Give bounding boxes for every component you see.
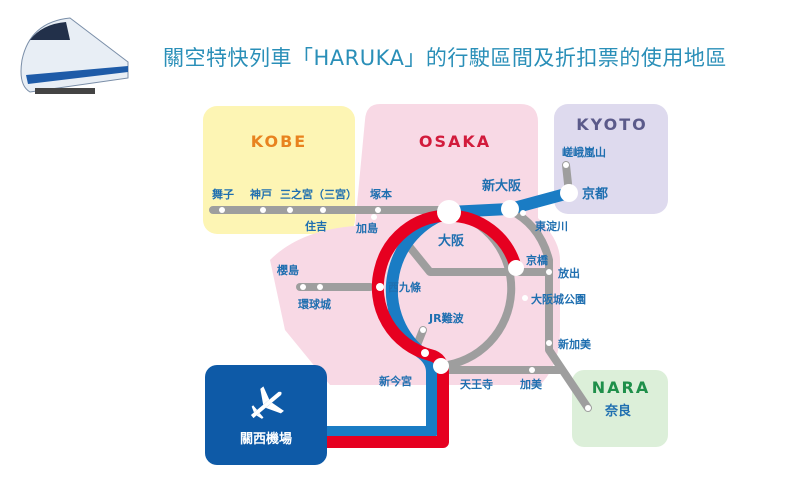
kyoto-label: KYOTO [576,115,648,134]
page-title: 關空特快列車「HARUKA」的行駛區間及折扣票的使用地區 [163,46,727,70]
kobe-region [203,106,355,234]
station-dots [219,162,591,411]
train-image [20,17,129,94]
station-maiko: 舞子 [212,187,234,201]
station-sakurajima: 櫻島 [276,263,299,277]
station-kyoto: 京都 [582,186,608,202]
osaka-region [270,104,560,385]
airport-label: 關西機場 [240,431,292,447]
nara-region [572,370,668,447]
osaka-station-marker [437,200,461,224]
station-saga-arashiyama: 嵯峨嵐山 [562,145,606,159]
airplane-icon [250,386,284,419]
station-sannomiya: 三之宮（三宮） [280,187,357,201]
station-nara: 奈良 [604,403,631,419]
station-shin-osaka: 新大阪 [482,178,522,194]
kyoto-region [554,104,668,214]
station-hanaten: 放出 [557,266,580,280]
station-nishikujo: 西九條 [388,280,422,294]
station-tsukamoto: 塚本 [370,187,392,201]
station-jr-namba: JR難波 [428,311,465,325]
station-tennoji: 天王寺 [460,377,493,391]
station-kobe: 神戸 [250,187,272,201]
osaka-label: OSAKA [419,132,491,151]
station-universal-city: 環球城 [298,297,331,311]
haruka-red-line [325,209,522,448]
airport-box [205,365,327,465]
station-shinkami: 新加美 [558,337,592,351]
station-osaka: 大阪 [438,233,465,249]
station-kyobashi: 京橋 [526,253,549,267]
station-kami: 加美 [519,377,543,391]
station-shin-imamiya: 新今宮 [379,374,412,388]
station-kashima: 加島 [355,221,378,235]
station-osakajokoen: 大阪城公園 [531,292,586,306]
kobe-label: KOBE [251,132,307,151]
station-sumiyoshi: 住吉 [305,219,327,233]
station-higashiyodogawa: 東淀川 [535,219,568,233]
nara-label: NARA [592,378,650,397]
